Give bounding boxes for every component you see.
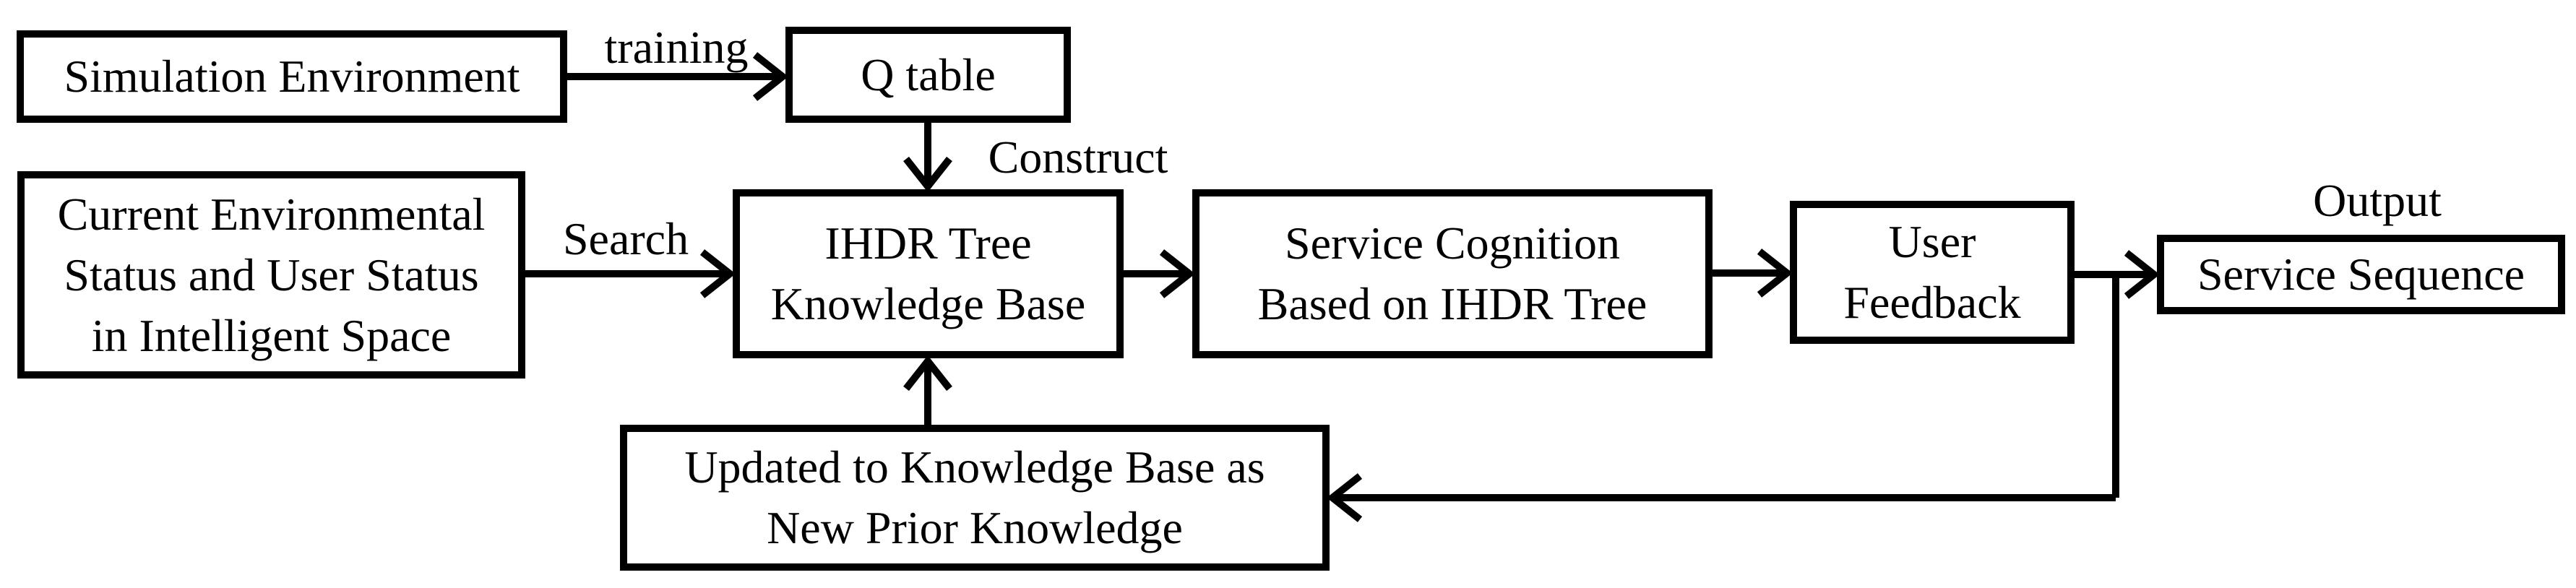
arrowhead-into-qtable bbox=[752, 52, 789, 101]
node-service-sequence: Service Sequence bbox=[2157, 235, 2565, 314]
node-label-line: User bbox=[1888, 216, 1976, 267]
edge-label-search: Search bbox=[562, 213, 689, 264]
node-label-line: Feedback bbox=[1843, 277, 2021, 328]
node-label: Simulation Environment bbox=[64, 51, 520, 102]
node-q-table: Q table bbox=[785, 27, 1071, 123]
node-label-line: Knowledge Base bbox=[770, 278, 1086, 329]
arrowhead-into-feedback bbox=[1757, 248, 1793, 298]
node-service-cognition: Service Cognition Based on IHDR Tree bbox=[1192, 189, 1713, 358]
node-current-status: Current Environmental Status and User St… bbox=[17, 171, 525, 379]
node-simulation-environment: Simulation Environment bbox=[17, 30, 567, 123]
node-label-line: Service Cognition bbox=[1285, 217, 1620, 269]
node-label-line: Current Environmental bbox=[57, 188, 486, 240]
node-updated-knowledge: Updated to Knowledge Base as New Prior K… bbox=[620, 425, 1330, 571]
node-label: Service Sequence bbox=[2197, 248, 2525, 300]
edge-label-training: training bbox=[604, 22, 749, 73]
arrowhead-into-cognition bbox=[1159, 249, 1196, 298]
node-ihdr-knowledge-base: IHDR Tree Knowledge Base bbox=[733, 189, 1124, 358]
node-label-line: Based on IHDR Tree bbox=[1257, 278, 1647, 329]
edge-label-output: Output bbox=[2313, 175, 2442, 226]
edge-label-construct: Construct bbox=[988, 131, 1168, 183]
arrowhead-into-ihdr-left bbox=[699, 249, 736, 298]
arrowhead-into-sequence bbox=[2124, 250, 2161, 299]
node-label-line: in Intelligent Space bbox=[91, 309, 452, 361]
node-user-feedback: User Feedback bbox=[1790, 201, 2075, 344]
node-label-line: Updated to Knowledge Base as bbox=[684, 441, 1265, 493]
node-label-line: Status and User Status bbox=[64, 248, 479, 301]
node-label: Q table bbox=[861, 48, 996, 100]
arrowhead-into-ihdr-bottom bbox=[903, 355, 952, 392]
node-label-line: New Prior Knowledge bbox=[767, 502, 1183, 553]
arrowhead-into-updated bbox=[1326, 473, 1363, 522]
arrowhead-into-ihdr-top bbox=[903, 156, 952, 193]
node-label-line: IHDR Tree bbox=[824, 217, 1032, 269]
